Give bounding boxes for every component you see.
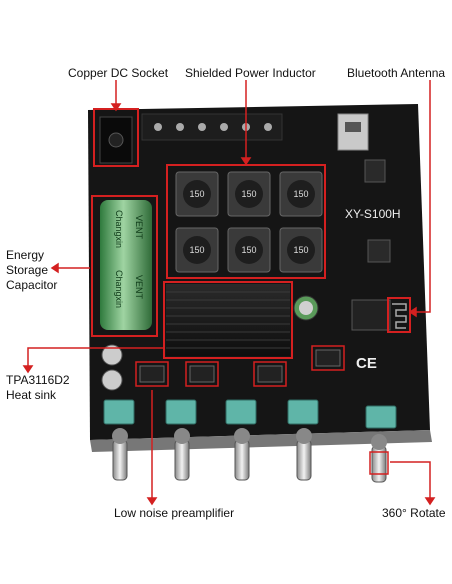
potentiometer-bases [103,399,397,429]
label-copper-dc-socket: Copper DC Socket [68,66,169,80]
inductor-marking: 150 [293,245,308,255]
label-360-rotate: 360° Rotate [382,506,446,520]
heat-sink [166,284,290,356]
inductor-marking: 150 [293,189,308,199]
terminal-block [141,113,283,141]
inductor-marking: 150 [189,189,204,199]
capacitor-vent: VENT [134,275,144,300]
label-energy-storage-capacitor: Energy Storage Capacitor [6,248,58,292]
inductor-marking: 150 [189,245,204,255]
capacitor-brand: Changxin [114,270,124,308]
knobs [112,439,387,483]
inductor-marking: 150 [241,245,256,255]
label-low-noise-preamplifier: Low noise preamplifier [114,506,235,520]
model-marking: XY-S100H [345,207,401,221]
ce-mark: CE [356,355,377,372]
bluetooth-antenna [387,297,411,333]
energy-capacitor [100,200,152,330]
capacitor-brand: Changxin [114,210,124,248]
label-tpa-heat-sink: TPA3116D2 Heat sink [6,373,70,402]
capacitor-vent: VENT [134,215,144,240]
label-shielded-power-inductor: Shielded Power Inductor [185,66,316,80]
inductor-marking: 150 [241,189,256,199]
label-bluetooth-antenna: Bluetooth Antenna [347,66,446,80]
